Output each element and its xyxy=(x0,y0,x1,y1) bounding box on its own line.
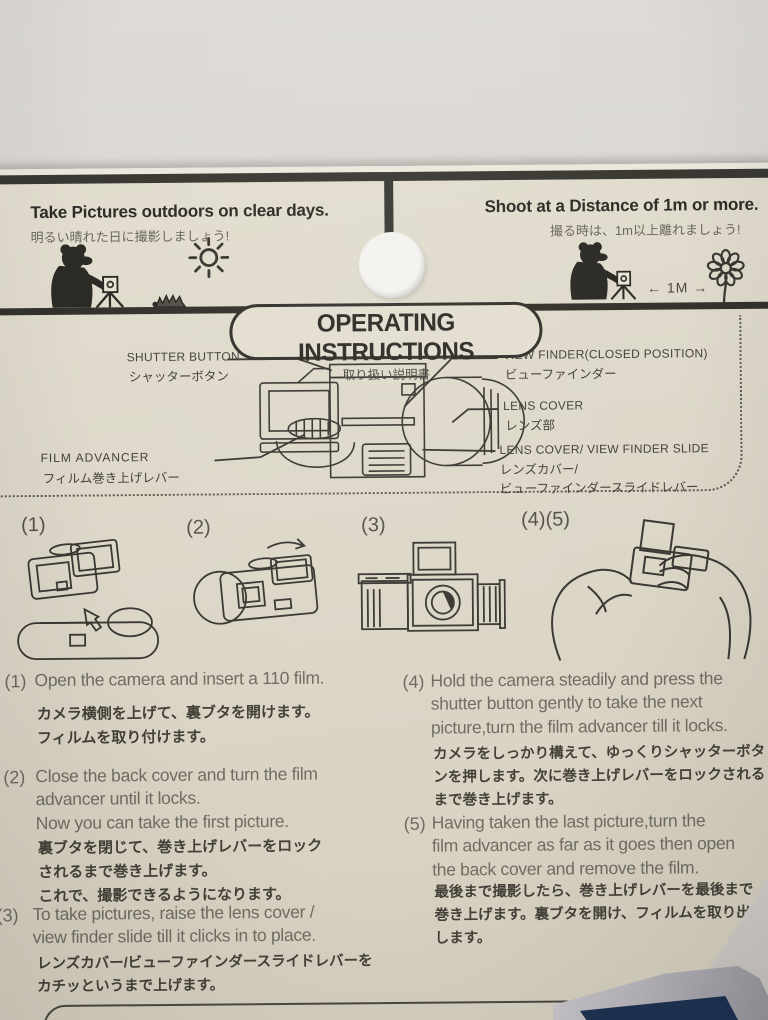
hedgehog-icon xyxy=(152,293,187,308)
step-5-text-en: Having taken the last picture,turn the f… xyxy=(431,810,735,880)
right-panel-subtitle-jp: 撮る時は、1m以上離れましょう! xyxy=(549,221,741,239)
label-lens-cover-jp: レンズ部 xyxy=(505,418,556,433)
label-lens-cover-slide: LENS COVER/ VIEW FINDER SLIDE xyxy=(499,441,709,458)
operating-instructions-banner: OPERATING INSTRUCTIONS 取り扱い説明書 xyxy=(229,301,543,382)
banner-title: OPERATING INSTRUCTIONS xyxy=(297,308,475,367)
step-1-text-jp: カメラ横側を上げて、裏ブタを開けます。 フィルムを取り付けます。 xyxy=(36,703,320,748)
step-3-text-en: To take pictures, raise the lens cover /… xyxy=(32,901,316,948)
step-4-text-en: Hold the camera steadily and press the s… xyxy=(430,668,728,738)
step-3-text-jp: レンズカバー/ビューファインダースライドレバーを カチッというまで上げます。 xyxy=(36,953,373,996)
step-5-number: (5) xyxy=(403,813,426,834)
flower-icon xyxy=(706,248,745,309)
label-shutter-button-jp: シャッターボタン xyxy=(128,369,229,385)
panel-divider xyxy=(384,180,394,240)
step-2-text-en: Close the back cover and turn the film a… xyxy=(35,763,318,833)
label-film-advancer-jp: フィルム巻き上げレバー xyxy=(42,470,180,487)
step-3-number: (3) xyxy=(0,905,19,926)
step-1-number: (1) xyxy=(4,671,27,692)
sun-icon xyxy=(188,237,230,278)
step-2-text-jp: 裏ブタを閉じて、巻き上げレバーをロック されるまで巻き上げます。 これで、撮影で… xyxy=(37,837,323,906)
label-lens-cover-slide-jp: レンズカバー/ ビューファインダースライドレバー xyxy=(499,462,699,497)
label-lens-cover: LENS COVER xyxy=(503,398,584,414)
left-panel-title: Take Pictures outdoors on clear days. xyxy=(30,200,329,223)
step-4-text-jp: カメラをしっかり構えて、ゆっくりシャッターボタ ンを押します。次に巻き上げレバー… xyxy=(433,743,766,810)
step-5-text-jp: 最後まで撮影したら、巻き上げレバーを最後まで 巻き上げます。裏ブタを開け、フィル… xyxy=(434,881,754,948)
bear-photographer-icon xyxy=(570,242,637,301)
bear-photographer-icon xyxy=(51,244,125,309)
figure-front-view-illustration xyxy=(357,541,506,632)
figure-close-cover-illustration xyxy=(193,538,319,625)
right-panel-title: Shoot at a Distance of 1m or more. xyxy=(484,194,759,217)
figure-open-camera-illustration xyxy=(17,538,160,660)
step-1-text-en: Open the camera and insert a 110 film. xyxy=(34,667,325,691)
step-2-number: (2) xyxy=(3,767,26,788)
hang-hole xyxy=(358,231,426,299)
figure-3-number: (3) xyxy=(361,514,386,537)
label-shutter-button: SHUTTER BUTTON xyxy=(126,349,241,365)
step-4-number: (4) xyxy=(402,671,425,692)
instruction-card: Take Pictures outdoors on clear days. 明る… xyxy=(0,162,768,1020)
label-film-advancer: FILM ADVANCER xyxy=(40,450,150,466)
figure-hands-holding-camera-illustration xyxy=(551,519,752,661)
